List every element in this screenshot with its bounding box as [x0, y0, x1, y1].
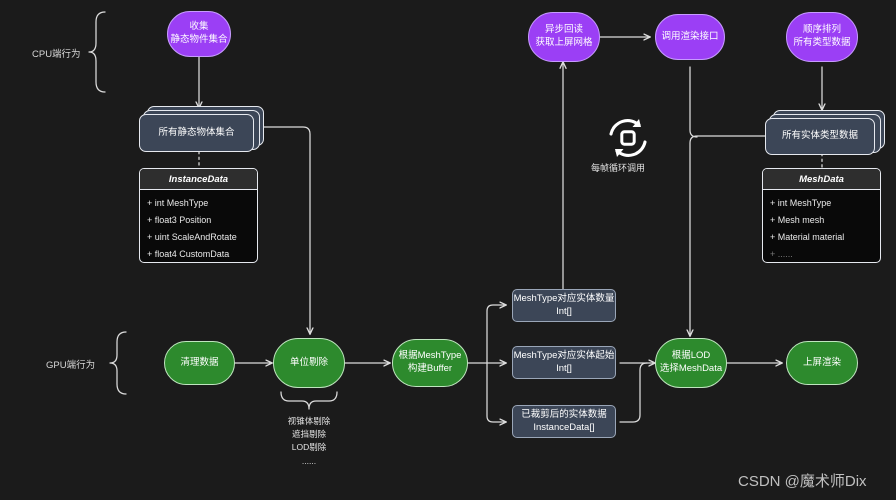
- node-all-entity-type-data[interactable]: 所有实体类型数据: [765, 118, 875, 155]
- watermark: CSDN @魔术师Dix: [738, 473, 867, 490]
- uml-row: + ......: [770, 248, 793, 259]
- uml-mesh-data: MeshData + int MeshType + Mesh mesh + Ma…: [762, 168, 881, 263]
- node-unit-cull[interactable]: 单位剔除: [273, 338, 345, 388]
- node-present-render[interactable]: 上屏渲染: [786, 341, 858, 385]
- uml-row: + float4 CustomData: [147, 248, 230, 259]
- box-count-per-meshtype[interactable]: MeshType对应实体数量 Int[]: [512, 289, 616, 322]
- node-all-static-objects[interactable]: 所有静态物体集合: [139, 114, 254, 152]
- loop-label: 每帧循环调用: [591, 163, 646, 173]
- uml-row: + float3 Position: [147, 214, 212, 225]
- node-select-meshdata[interactable]: 根据LOD 选择MeshData: [655, 338, 727, 388]
- uml-row: + Mesh mesh: [770, 214, 825, 225]
- uml-row: + int MeshType: [147, 197, 209, 208]
- refresh-loop-icon: [609, 119, 647, 157]
- node-call-render-api[interactable]: 调用渲染接口: [655, 14, 725, 60]
- uml-instance-data-title: InstanceData: [140, 169, 257, 190]
- uml-mesh-data-rows: + int MeshType + Mesh mesh + Material ma…: [763, 190, 880, 262]
- cull-methods-note: 视锥体剔除 遮挡剔除 LOD剔除 ......: [287, 416, 331, 466]
- label-gpu-behavior: GPU端行为: [46, 360, 96, 371]
- uml-row: + uint ScaleAndRotate: [147, 231, 237, 242]
- uml-instance-data: InstanceData + int MeshType + float3 Pos…: [139, 168, 258, 263]
- node-clean-data[interactable]: 清理数据: [164, 341, 235, 385]
- uml-instance-data-rows: + int MeshType + float3 Position + uint …: [140, 190, 257, 262]
- node-async-readback[interactable]: 异步回读 获取上屏网格: [528, 12, 600, 62]
- uml-mesh-data-title: MeshData: [763, 169, 880, 190]
- node-build-buffer[interactable]: 根据MeshType 构建Buffer: [392, 339, 468, 387]
- label-cpu-behavior: CPU端行为: [32, 49, 81, 60]
- uml-row: + Material material: [770, 231, 845, 242]
- uml-row: + int MeshType: [770, 197, 832, 208]
- box-start-per-meshtype[interactable]: MeshType对应实体起始 Int[]: [512, 346, 616, 379]
- node-collect-static-objects[interactable]: 收集 静态物件集合: [167, 11, 231, 57]
- box-culled-instance-data[interactable]: 已裁剪后的实体数据 InstanceData[]: [512, 405, 616, 438]
- node-sort-all-types[interactable]: 顺序排列 所有类型数据: [786, 12, 858, 62]
